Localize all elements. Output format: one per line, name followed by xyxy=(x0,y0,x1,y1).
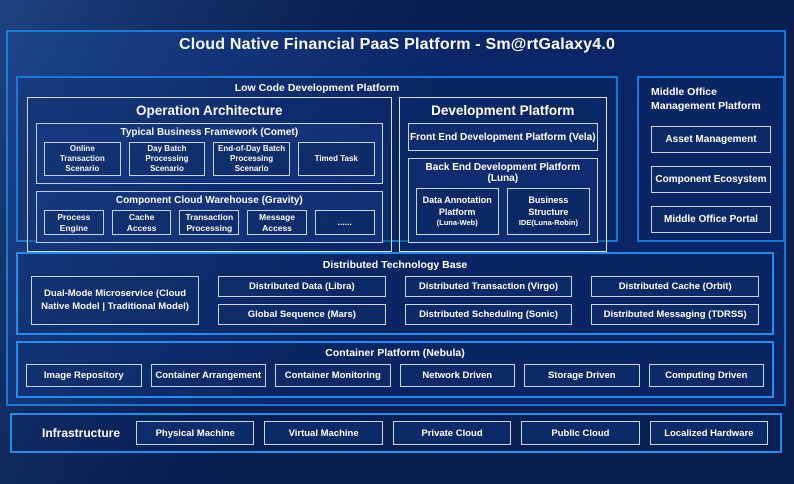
low-code-platform-title: Low Code Development Platform xyxy=(234,82,400,94)
operation-architecture-box: Operation Architecture Typical Business … xyxy=(27,97,392,253)
back-end-platform-luna-box: Back End Development Platform (Luna) Dat… xyxy=(407,158,598,244)
dual-mode-microservice-box: Dual-Mode Microservice (Cloud Native Mod… xyxy=(31,276,199,325)
container-arrangement-box: Container Arrangement xyxy=(150,364,266,387)
infrastructure-label: Infrastructure xyxy=(42,426,121,440)
distributed-cache-orbit-box: Distributed Cache (Orbit) xyxy=(591,276,759,297)
low-code-platform-panel: Low Code Development Platform Operation … xyxy=(16,76,618,253)
comet-item-online-transaction: Online Transaction Scenario xyxy=(44,142,121,176)
low-code-platform-body: Operation Architecture Typical Business … xyxy=(18,94,616,261)
storage-driven-box: Storage Driven xyxy=(524,364,640,387)
gravity-items-row: Process Engine Cache Access Transaction … xyxy=(44,210,375,236)
distributed-technology-body: Dual-Mode Microservice (Cloud Native Mod… xyxy=(18,271,772,325)
comet-items-row: Online Transaction Scenario Day Batch Pr… xyxy=(44,142,375,176)
diagram-title: Cloud Native Financial PaaS Platform - S… xyxy=(178,36,616,53)
comet-item-end-of-day-batch: End-of-Day Batch Processing Scenario xyxy=(213,142,290,176)
luna-robin-label: Business Structure xyxy=(528,195,569,217)
distributed-technology-panel: Distributed Technology Base Dual-Mode Mi… xyxy=(16,252,774,335)
distributed-messaging-tdrss-box: Distributed Messaging (TDRSS) xyxy=(591,304,759,325)
container-platform-row: Image Repository Container Arrangement C… xyxy=(18,359,772,387)
luna-web-box: Data Annotation Platform (Luna-Web) xyxy=(415,188,499,236)
virtual-machine-box: Virtual Machine xyxy=(264,421,383,445)
middle-office-panel: Middle Office Management Platform Asset … xyxy=(637,76,785,242)
comet-item-timed-task: Timed Task xyxy=(297,142,375,176)
development-platform-box: Development Platform Front End Developme… xyxy=(398,97,607,253)
front-end-platform-vela-box: Front End Development Platform (Vela) xyxy=(407,123,598,151)
global-sequence-mars-box: Global Sequence (Mars) xyxy=(218,304,386,325)
gravity-item-cache-access: Cache Access xyxy=(111,210,172,236)
gravity-warehouse-title: Component Cloud Warehouse (Gravity) xyxy=(115,195,303,206)
comet-framework-title: Typical Business Framework (Comet) xyxy=(120,127,299,138)
gravity-item-ellipsis: ...... xyxy=(314,210,375,236)
container-platform-panel: Container Platform (Nebula) Image Reposi… xyxy=(16,341,774,398)
component-ecosystem-box: Component Ecosystem xyxy=(651,166,771,194)
physical-machine-box: Physical Machine xyxy=(136,421,255,445)
container-platform-title: Container Platform (Nebula) xyxy=(325,347,465,359)
gravity-item-message-access: Message Access xyxy=(247,210,307,236)
luna-robin-box: Business Structure IDE(Luna-Robin) xyxy=(506,188,591,236)
asset-management-box: Asset Management xyxy=(651,126,771,154)
gravity-warehouse-box: Component Cloud Warehouse (Gravity) Proc… xyxy=(36,191,383,244)
gravity-item-transaction-processing: Transaction Processing xyxy=(179,210,240,236)
luna-web-sublabel: (Luna-Web) xyxy=(436,218,478,228)
private-cloud-box: Private Cloud xyxy=(392,421,512,445)
comet-framework-box: Typical Business Framework (Comet) Onlin… xyxy=(36,123,383,184)
middle-office-portal-box: Middle Office Portal xyxy=(651,206,771,234)
infrastructure-panel: Infrastructure Physical Machine Virtual … xyxy=(10,413,782,453)
network-driven-box: Network Driven xyxy=(399,364,515,387)
gravity-item-process-engine: Process Engine xyxy=(44,210,104,236)
development-platform-title: Development Platform xyxy=(431,103,575,118)
distributed-grid: Distributed Data (Libra) Distributed Tra… xyxy=(218,276,759,325)
public-cloud-box: Public Cloud xyxy=(521,421,640,445)
middle-office-title: Middle Office Management Platform xyxy=(651,86,761,112)
container-monitoring-box: Container Monitoring xyxy=(275,364,391,387)
distributed-scheduling-sonic-box: Distributed Scheduling (Sonic) xyxy=(404,304,573,325)
localized-hardware-box: Localized Hardware xyxy=(649,421,769,445)
luna-web-label: Data Annotation Platform xyxy=(422,195,492,217)
luna-items-row: Data Annotation Platform (Luna-Web) Busi… xyxy=(415,188,591,236)
distributed-data-libra-box: Distributed Data (Libra) xyxy=(218,276,386,297)
comet-item-day-batch: Day Batch Processing Scenario xyxy=(128,142,206,176)
distributed-technology-title: Distributed Technology Base xyxy=(322,259,468,271)
luna-robin-sublabel: IDE(Luna-Robin) xyxy=(518,218,578,228)
computing-driven-box: Computing Driven xyxy=(648,364,764,387)
image-repository-box: Image Repository xyxy=(26,364,142,387)
back-end-platform-luna-title: Back End Development Platform (Luna) xyxy=(425,162,581,184)
distributed-transaction-virgo-box: Distributed Transaction (Virgo) xyxy=(404,276,573,297)
operation-architecture-title: Operation Architecture xyxy=(136,103,283,118)
